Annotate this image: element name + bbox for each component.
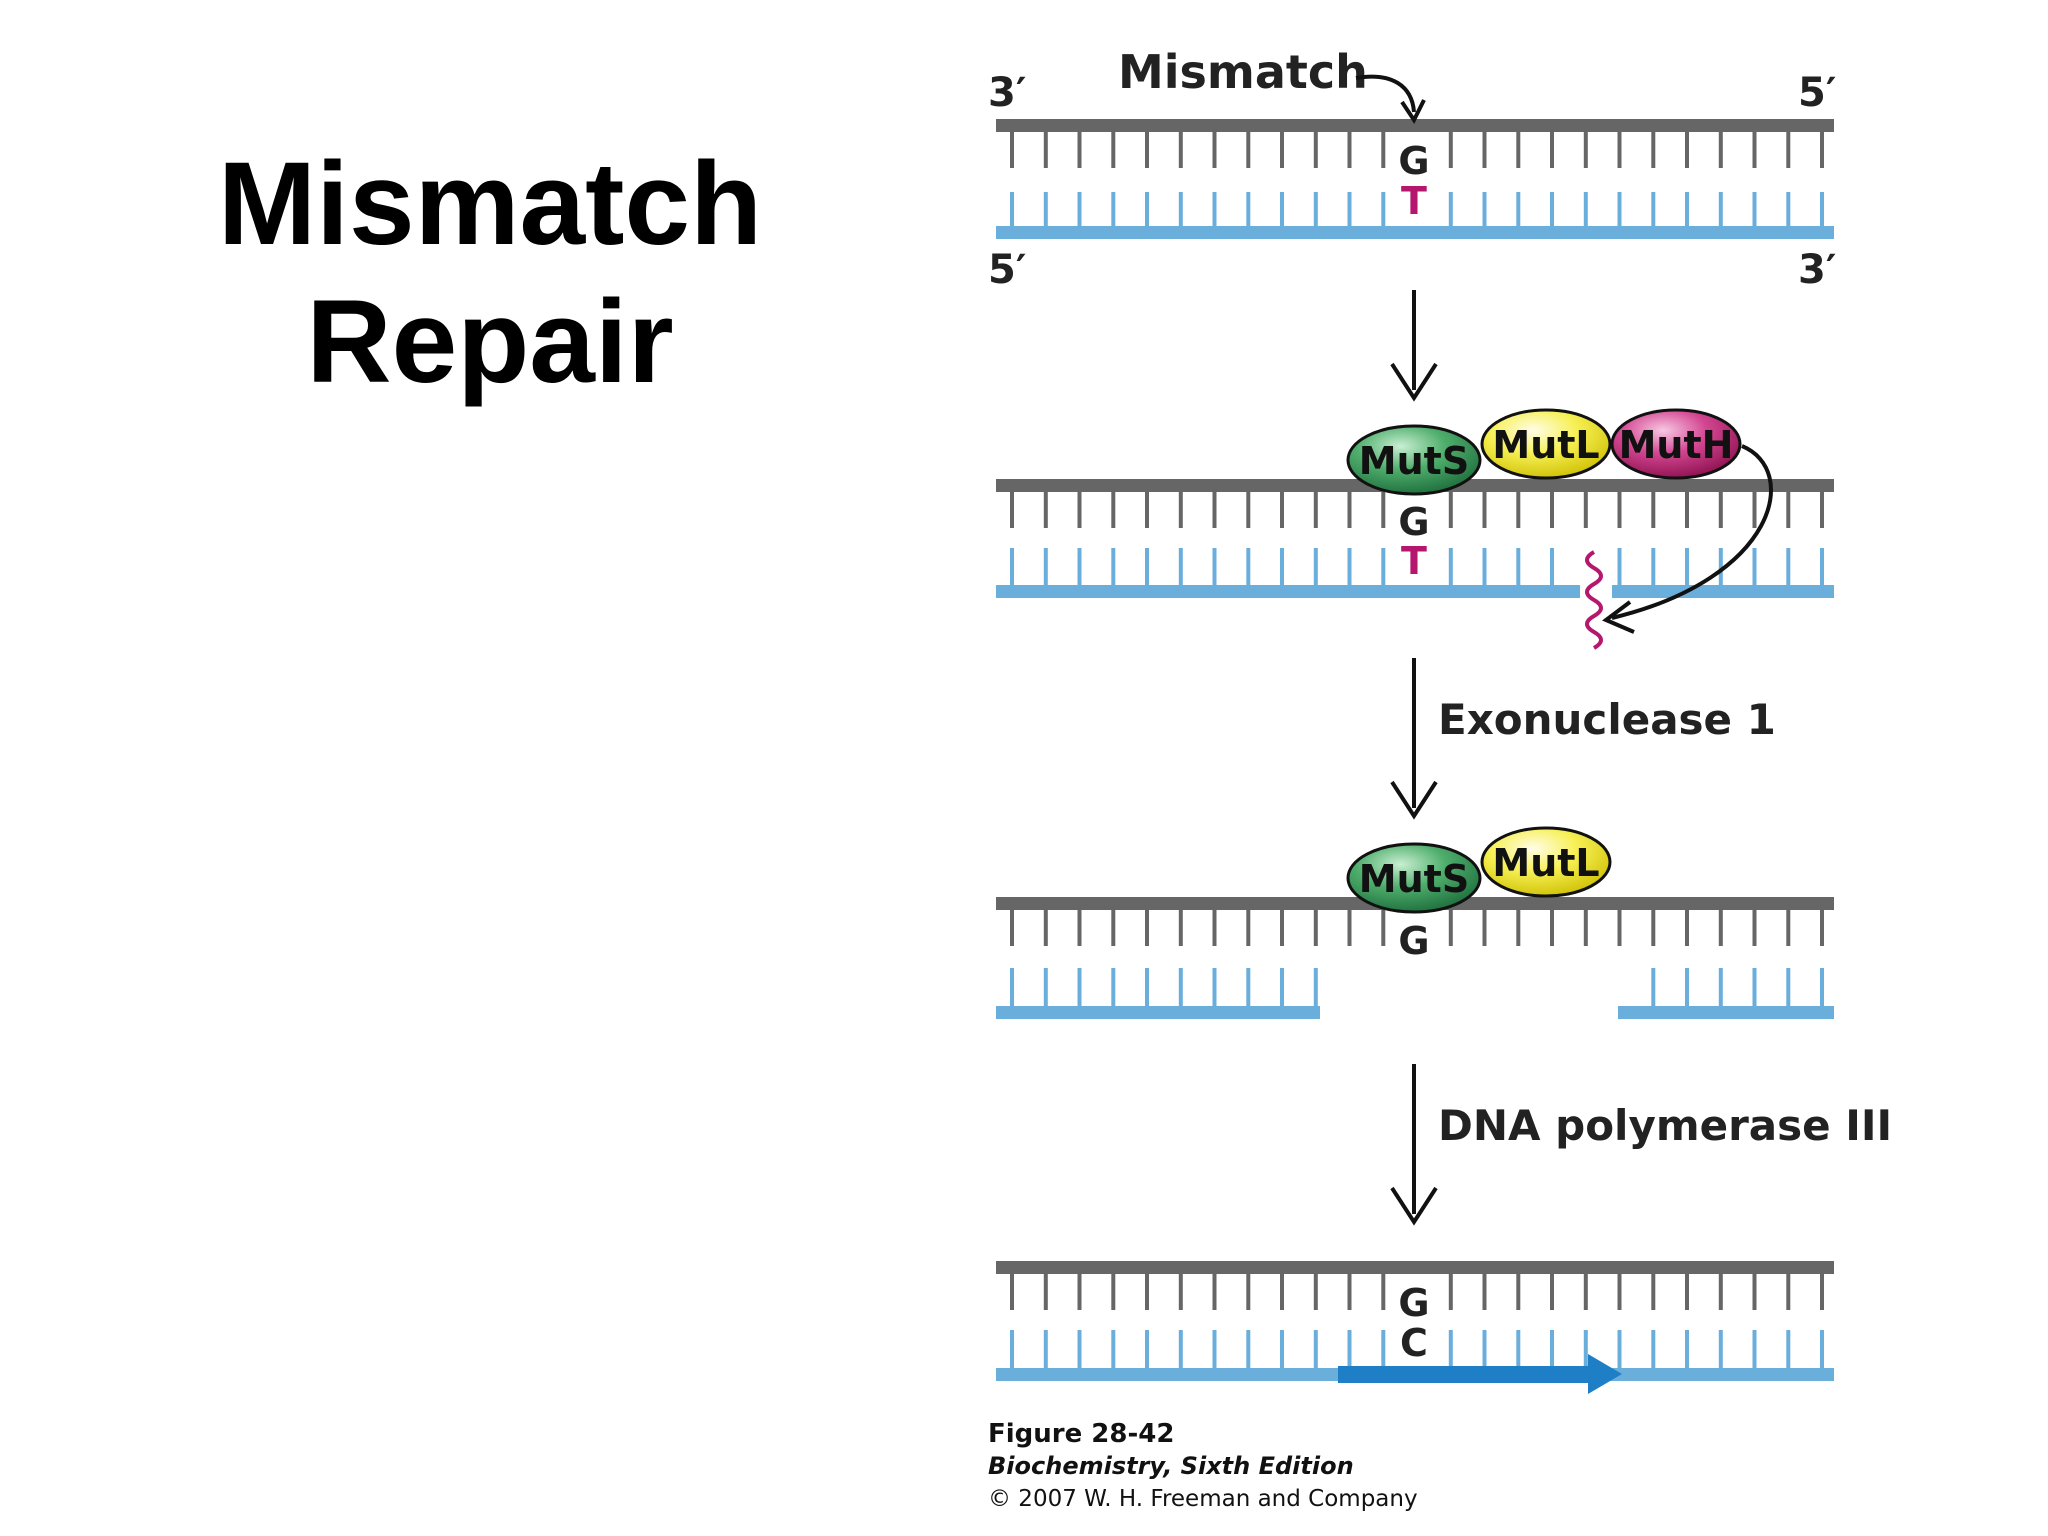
stage3-template-rungs	[1010, 906, 1824, 946]
stage2-new-strand-right	[1612, 585, 1834, 598]
stage4-dna	[996, 1261, 1834, 1381]
stage4-template-base: G	[1398, 1281, 1429, 1325]
stage1-bottom-left-end-label: 5′	[988, 247, 1026, 293]
stage2-muth-nick-arrow	[1611, 444, 1773, 620]
slide-title-line2: Repair	[306, 276, 674, 408]
stage1-template-base: G	[1398, 139, 1429, 183]
stage2-new-strand-left	[996, 585, 1580, 598]
stage1-mismatch-label: Mismatch	[1118, 45, 1368, 99]
stage3-template-base: G	[1398, 919, 1429, 963]
stage2-mismatched-base: T	[1401, 539, 1427, 583]
stage3-mutl-label: MutL	[1492, 841, 1599, 885]
stage2-muth-protein: MutH	[1610, 408, 1742, 480]
stage1-bottom-right-end-label: 3′	[1798, 247, 1836, 293]
stage4-template-strand	[996, 1261, 1834, 1274]
stage1-dna	[996, 119, 1834, 239]
slide-title: Mismatch Repair	[160, 135, 820, 411]
caption-figure-number: Figure 28-42	[988, 1419, 1174, 1449]
stage2-mutl-label: MutL	[1492, 423, 1599, 467]
stage1-mismatched-base: T	[1401, 179, 1427, 223]
caption-copyright: © 2007 W. H. Freeman and Company	[988, 1486, 1418, 1512]
stage3-muts-protein: MutS	[1346, 842, 1482, 914]
stage1-mismatch-pointer-arrow	[1355, 74, 1416, 113]
stage1-mismatch-pointer-arrowhead	[1400, 99, 1426, 124]
stage2-muts-protein: MutS	[1346, 424, 1482, 496]
step1-arrow	[1390, 290, 1438, 402]
stage3-new-rungs-left	[1010, 968, 1318, 1012]
stage1-new-strand	[996, 226, 1834, 239]
stage1-top-left-end-label: 3′	[988, 70, 1026, 116]
stage2-template-base: G	[1398, 500, 1429, 544]
stage3-new-rungs-right	[1651, 968, 1824, 1012]
step2-arrow	[1390, 658, 1438, 820]
caption-book-title: Biochemistry, Sixth Edition	[988, 1452, 1354, 1480]
stage2-new-rungs	[1010, 548, 1824, 590]
step3-label: DNA polymerase III	[1438, 1101, 1892, 1150]
stage3-new-strand-right	[1618, 1006, 1834, 1019]
stage2-nick-squiggle	[1585, 550, 1603, 650]
stage1-new-rungs	[1010, 192, 1824, 232]
stage2-muth-nick-arrowhead	[1602, 600, 1635, 634]
stage1-top-right-end-label: 5′	[1798, 70, 1836, 116]
stage2-mutl-protein: MutL	[1480, 408, 1612, 480]
stage3-muts-label: MutS	[1359, 857, 1469, 901]
stage4-corrected-base: C	[1400, 1321, 1428, 1365]
stage3-new-strand-left	[996, 1006, 1320, 1019]
stage4-synthesis-arrow	[1338, 1354, 1622, 1394]
stage3-mutl-protein: MutL	[1480, 826, 1612, 898]
stage2-template-rungs	[1010, 488, 1824, 528]
stage2-muth-label: MutH	[1619, 423, 1734, 467]
slide-title-line1: Mismatch	[217, 138, 763, 270]
step3-arrow	[1390, 1064, 1438, 1226]
step2-label: Exonuclease 1	[1438, 695, 1776, 744]
stage2-muts-label: MutS	[1359, 439, 1469, 483]
stage4-template-rungs	[1010, 1270, 1824, 1310]
stage1-template-strand	[996, 119, 1834, 132]
stage1-template-rungs	[1010, 128, 1824, 168]
